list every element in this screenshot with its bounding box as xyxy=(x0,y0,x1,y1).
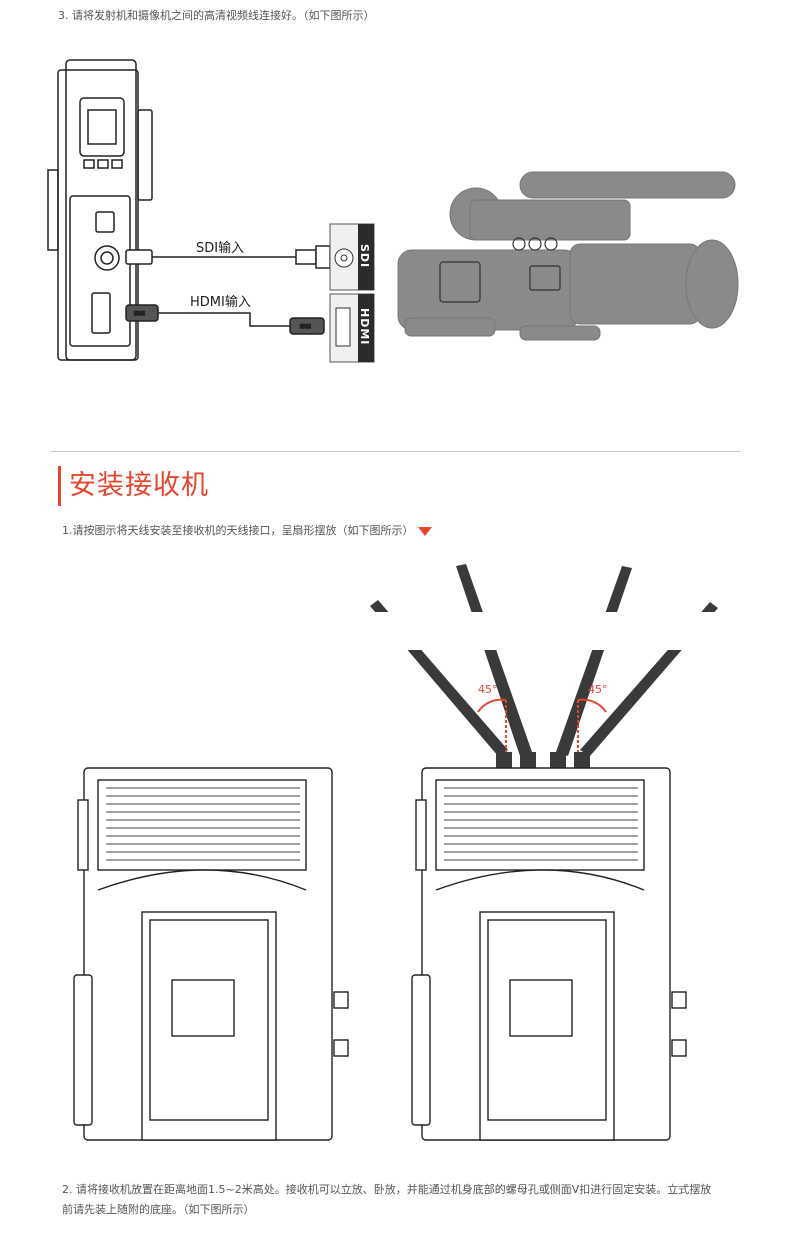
receiver-left xyxy=(73,767,349,1141)
hdmi-input-label: HDMI输入 xyxy=(190,294,251,310)
antenna-gap xyxy=(360,612,740,650)
section-title: 安装接收机 xyxy=(69,470,209,501)
cable-tag-2: HDMI xyxy=(300,324,311,329)
sdi-port-label: SDI xyxy=(358,244,371,268)
camera-port-panel: SDI HDMI xyxy=(329,223,375,363)
camcorder-details xyxy=(439,237,561,303)
step-2-instruction: 2. 请将接收机放置在距离地面1.5~2米高处。接收机可以立放、卧放，并能通过机… xyxy=(62,1183,712,1216)
section-divider xyxy=(50,451,740,452)
receiver-right xyxy=(411,767,687,1141)
camcorder-icon xyxy=(397,171,739,341)
antenna-array xyxy=(370,564,718,774)
section-heading: 安装接收机 xyxy=(58,466,209,506)
angle-label-right: 45° xyxy=(588,683,608,696)
cable-tag: HDMI xyxy=(134,311,145,316)
receiver-left-fins xyxy=(106,787,300,861)
transmitter-device xyxy=(47,59,153,361)
receiver-right-fins xyxy=(444,787,638,861)
sdi-input-label: SDI输入 xyxy=(196,240,244,256)
step-1-text: 1.请按图示将天线安装至接收机的天线接口，呈扇形摆放（如下图所示） xyxy=(62,524,414,537)
hdmi-port-label: HDMI xyxy=(358,308,371,345)
cable-connection-diagram: HDMI HDMI SDI输入 HDMI输入 SDI HDMI xyxy=(47,59,739,363)
down-triangle-icon xyxy=(417,526,432,536)
sdi-cable xyxy=(125,245,331,269)
angle-markers xyxy=(477,698,607,752)
step-3-instruction: 3. 请将发射机和摄像机之间的高清视频线连接好。（如下图所示） xyxy=(58,9,375,22)
angle-label-left: 45° xyxy=(478,683,498,696)
hdmi-cable: HDMI HDMI xyxy=(125,304,325,335)
step-1-instruction: 1.请按图示将天线安装至接收机的天线接口，呈扇形摆放（如下图所示） xyxy=(62,521,432,541)
